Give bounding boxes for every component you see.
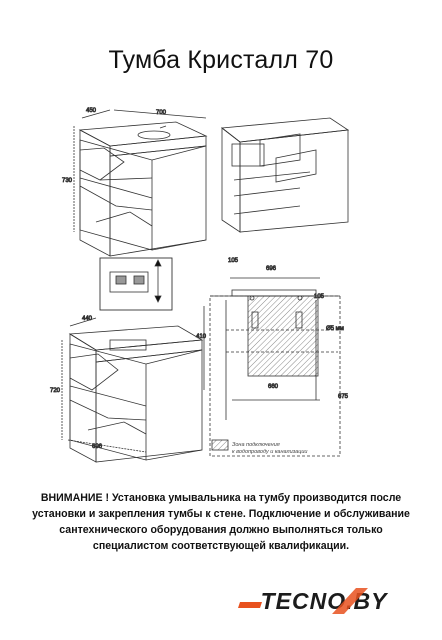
dim-width-696: 696 xyxy=(92,444,103,450)
dim-410: 410 xyxy=(196,334,207,340)
page-title: Тумба Кристалл 70 xyxy=(108,46,334,74)
legend-line-2: к водопроводу и канализации xyxy=(232,449,308,455)
dim-depth-450: 450 xyxy=(86,108,97,114)
installation-warning: ВНИМАНИЕ ! Установка умывальника на тумб… xyxy=(26,490,416,554)
drawer-fitting-detail xyxy=(99,257,173,311)
front-isometric-view xyxy=(73,109,208,257)
dim-105: 105 xyxy=(228,258,239,264)
dim-696: 696 xyxy=(266,266,277,272)
warning-text: ВНИМАНИЕ ! Установка умывальника на тумб… xyxy=(32,492,410,552)
installation-wall-scheme xyxy=(203,277,341,457)
dim-screw: Ø5 мм xyxy=(326,326,344,332)
dim-660: 660 xyxy=(268,384,279,390)
svg-text:TECNO.BY: TECNO.BY xyxy=(261,588,390,614)
dim-675: 675 xyxy=(338,394,349,400)
legend-line-1: Зона подключения xyxy=(232,442,280,448)
lower-isometric-view xyxy=(61,317,204,463)
dim-width-700: 700 xyxy=(156,110,167,116)
tecno-logo: TECNO.BY xyxy=(238,588,390,614)
dim-105-right: 105 xyxy=(314,294,325,300)
dim-height-720: 720 xyxy=(50,388,61,394)
connection-zone-swatch xyxy=(211,439,229,451)
dim-depth-440: 440 xyxy=(82,316,93,322)
dim-height-730: 730 xyxy=(62,178,73,184)
rear-isometric-view xyxy=(220,117,350,233)
